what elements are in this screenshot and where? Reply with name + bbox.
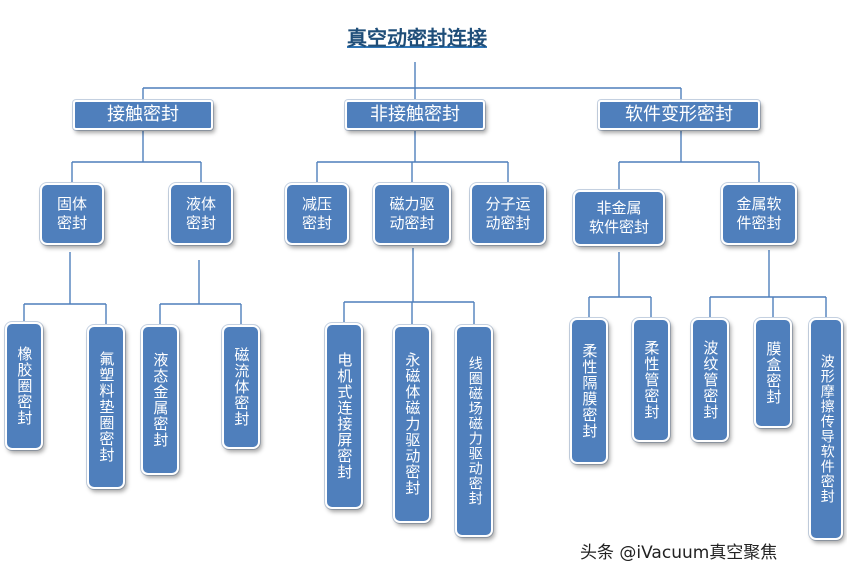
subcategory-decompression-seal: 减压 密封: [285, 183, 349, 245]
category-flexible-deformation-seal: 软件变形密封: [598, 100, 760, 130]
leaf-motor-connected-shield-seal: 电机式连接屏密封: [325, 323, 363, 509]
source-watermark: 头条 @iVacuum真空聚焦: [580, 543, 778, 563]
leaf-diaphragm-box-seal: 膜盒密封: [754, 318, 792, 428]
leaf-liquid-metal-seal: 液态金属密封: [141, 325, 179, 475]
category-non-contact-seal: 非接触密封: [345, 100, 485, 130]
subcategory-metal-flexible-seal: 金属软 件密封: [721, 183, 797, 245]
leaf-flexible-diaphragm-seal: 柔性隔膜密封: [570, 318, 608, 464]
diagram-title: 真空动密封连接: [347, 26, 487, 50]
leaf-coil-field-drive-seal: 线圈磁场磁力驱动密封: [455, 325, 493, 537]
subcategory-liquid-seal: 液体 密封: [169, 183, 233, 245]
subcategory-magnetic-drive-seal: 磁力驱 动密封: [373, 183, 451, 245]
leaf-wave-friction-transmission-seal: 波形摩擦传导软件密封: [809, 318, 843, 540]
leaf-fluoroplastic-gasket-seal: 氟塑料垫圈密封: [87, 325, 125, 489]
leaf-permanent-magnet-drive-seal: 永磁体磁力驱动密封: [393, 325, 431, 523]
leaf-flexible-tube-seal: 柔性管密封: [632, 318, 670, 442]
subcategory-nonmetal-flexible-seal: 非金属 软件密封: [573, 190, 665, 246]
leaf-magnetic-fluid-seal: 磁流体密封: [222, 325, 260, 449]
category-contact-seal: 接触密封: [73, 100, 213, 130]
subcategory-molecular-motion-seal: 分子运 动密封: [470, 183, 546, 245]
leaf-bellows-seal: 波纹管密封: [691, 318, 729, 442]
leaf-rubber-ring-seal: 橡胶圈密封: [5, 322, 43, 450]
subcategory-solid-seal: 固体 密封: [40, 183, 104, 245]
